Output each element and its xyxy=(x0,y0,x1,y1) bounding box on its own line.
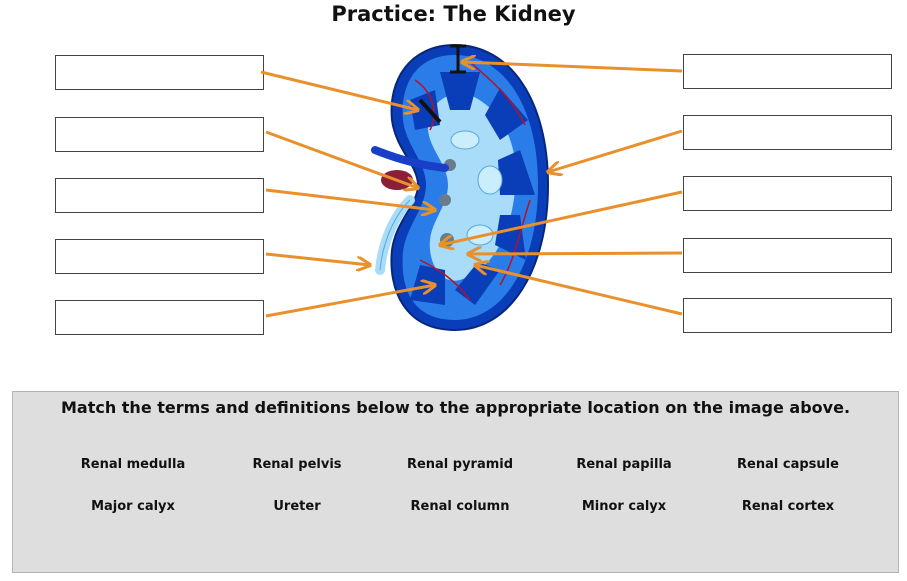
renal-pyramid-4 xyxy=(495,215,526,260)
label-box-right-3[interactable] xyxy=(683,176,892,211)
arrow-left-2 xyxy=(265,130,418,188)
term-minor-calyx[interactable]: Minor calyx xyxy=(581,499,667,514)
instructions-text: Match the terms and definitions below to… xyxy=(60,398,851,417)
term-major-calyx[interactable]: Major calyx xyxy=(91,499,175,514)
label-box-right-5[interactable] xyxy=(683,298,892,333)
arrow-right-4 xyxy=(468,253,683,254)
minor-calyx-shape-1 xyxy=(450,130,480,150)
renal-pyramid-2 xyxy=(485,88,528,140)
label-box-left-3[interactable] xyxy=(55,178,264,213)
arrow-left-5 xyxy=(265,285,435,318)
kidney-illustration xyxy=(371,43,550,332)
arrow-right-5 xyxy=(475,265,683,316)
label-box-left-4[interactable] xyxy=(55,239,264,274)
minor-calyx-shape-2 xyxy=(477,165,503,195)
label-box-left-2[interactable] xyxy=(55,117,264,152)
renal-pyramid-1 xyxy=(440,72,480,110)
label-box-left-5[interactable] xyxy=(55,300,264,335)
term-renal-column[interactable]: Renal column xyxy=(410,499,510,514)
arrow-left-3 xyxy=(265,188,435,210)
terms-panel: Match the terms and definitions below to… xyxy=(12,391,899,573)
label-box-right-4[interactable] xyxy=(683,238,892,273)
renal-pyramid-3 xyxy=(498,150,535,195)
arrow-right-3 xyxy=(440,190,683,245)
renal-pelvis-dot-2 xyxy=(439,194,451,206)
term-renal-cortex[interactable]: Renal cortex xyxy=(741,499,835,514)
label-box-right-2[interactable] xyxy=(683,115,892,150)
kidney-diagram xyxy=(260,43,683,332)
term-renal-pyramid[interactable]: Renal pyramid xyxy=(406,457,514,472)
term-renal-pelvis[interactable]: Renal pelvis xyxy=(252,457,342,472)
arrow-right-1 xyxy=(462,62,683,73)
renal-vein-shape xyxy=(371,146,449,172)
capsule-bracket xyxy=(450,44,466,74)
cortex-bracket xyxy=(418,98,442,124)
page-title: Practice: The Kidney xyxy=(331,2,576,26)
arrow-right-2 xyxy=(548,129,683,172)
term-renal-medulla[interactable]: Renal medulla xyxy=(80,457,186,472)
arrows xyxy=(260,62,683,318)
red-vessels-1 xyxy=(414,61,531,301)
term-ureter[interactable]: Ureter xyxy=(273,499,321,514)
label-box-right-1[interactable] xyxy=(683,54,892,89)
arrow-left-1 xyxy=(260,70,418,110)
term-renal-papilla[interactable]: Renal papilla xyxy=(576,457,672,472)
arrow-left-4 xyxy=(265,252,370,265)
label-box-left-1[interactable] xyxy=(55,55,264,90)
term-renal-capsule[interactable]: Renal capsule xyxy=(737,457,839,472)
